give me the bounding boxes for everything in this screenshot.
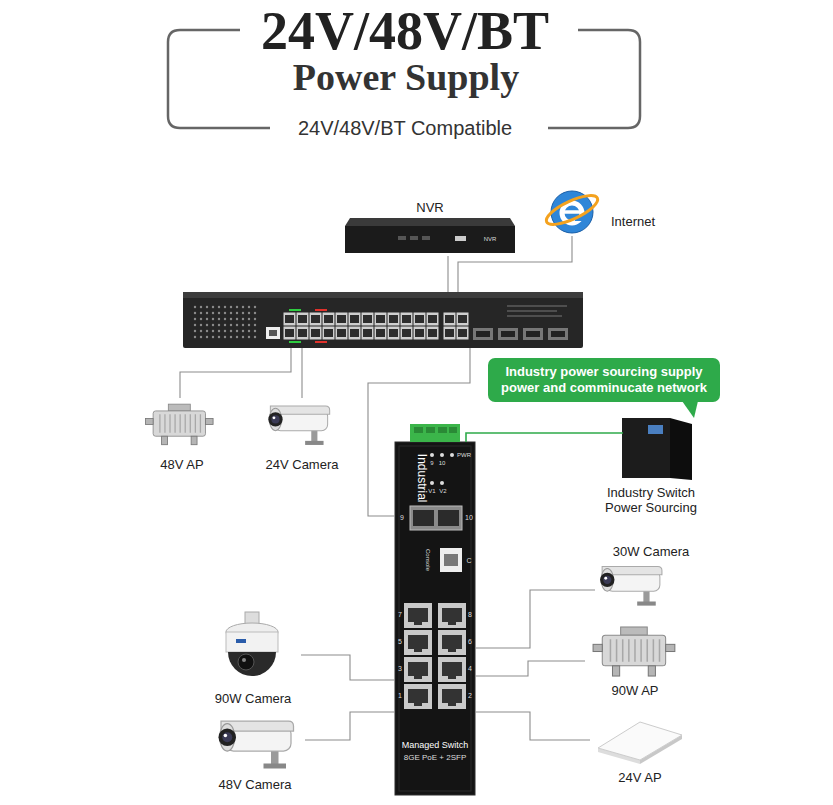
node-label: Industry Switch Power Sourcing — [595, 485, 707, 516]
ap-icon — [593, 627, 675, 676]
node-label: 90W AP — [612, 683, 659, 699]
text-label: V1 — [428, 488, 435, 494]
camera-device: 48V Camera — [205, 712, 305, 794]
text-label: 24V/48V/BT Compatible — [290, 118, 520, 138]
node-label: 90W Camera — [215, 691, 292, 707]
nvr-device: NVR — [345, 198, 515, 256]
node-label: 48V Camera — [219, 777, 292, 793]
frame-right — [548, 30, 640, 128]
connector-line — [301, 655, 395, 680]
connector-line — [305, 712, 395, 740]
node-label: Industrial — [414, 454, 428, 503]
text-label: Console — [425, 549, 431, 571]
node-label: NVR — [416, 200, 443, 216]
connector-line — [475, 661, 585, 676]
text-label: 8 — [468, 611, 472, 618]
text-label: NVR — [484, 236, 497, 242]
text-label: 4 — [468, 665, 472, 672]
node-label: Industry power sourcing supply power and… — [493, 364, 715, 395]
poe-switch — [183, 292, 583, 348]
node-label: Managed Switch — [402, 740, 469, 751]
text-label: 6 — [468, 638, 472, 645]
node-label: 48V AP — [160, 457, 203, 473]
node-label: Internet — [611, 214, 655, 230]
callout-box: Industry power sourcing supply power and… — [488, 358, 720, 402]
internet-node: Internet — [545, 188, 667, 236]
node-label: 24V AP — [618, 770, 661, 786]
camera-device: 30W Camera — [595, 542, 707, 614]
text-label: 2 — [468, 692, 472, 699]
ups-icon — [622, 418, 692, 480]
camera-icon — [600, 566, 662, 605]
text-label: 10 — [465, 514, 473, 521]
node-label: 30W Camera — [613, 544, 690, 560]
text-label: 3 — [398, 665, 402, 672]
nvr-icon — [345, 218, 515, 253]
industrial-switch: IndustrialManaged Switch 8GE PoE + 2SFP — [395, 442, 475, 795]
poe-switch-icon — [183, 292, 583, 348]
text-label: 7 — [398, 611, 402, 618]
ap-device: 24V AP — [590, 715, 690, 787]
text-label: 5 — [398, 638, 402, 645]
connector-line — [368, 348, 470, 516]
text-label: V2 — [439, 488, 446, 494]
power-source: Industry Switch Power Sourcing — [595, 416, 707, 516]
text-label: 10 — [439, 460, 446, 466]
text-label: PWR — [457, 452, 471, 458]
camera-icon — [219, 721, 294, 769]
connector-line — [458, 236, 572, 292]
connector-line — [301, 348, 302, 398]
camera-device: 24V Camera — [258, 398, 346, 474]
text-label: C — [466, 557, 471, 564]
connector-line — [466, 433, 595, 442]
node-label: 8GE PoE + 2SFP — [404, 753, 466, 763]
ceiling-ap-icon — [598, 722, 682, 764]
connector-line — [475, 712, 590, 740]
connector-line — [447, 256, 448, 292]
ap-device: 48V AP — [140, 398, 224, 474]
camera-icon — [268, 406, 329, 445]
diagram-title: 24V/48V/BT — [261, 4, 549, 58]
connector-line — [180, 348, 291, 398]
camera-device: 90W Camera — [205, 610, 301, 708]
ap-icon — [146, 404, 214, 445]
text-label: 1 — [398, 692, 402, 699]
node-label: 24V Camera — [266, 457, 339, 473]
power-wire — [595, 432, 623, 434]
text-label: Power Supply — [293, 58, 519, 96]
text-label: 9 — [430, 460, 433, 466]
text-label: 9 — [400, 514, 404, 521]
ap-device: 90W AP — [585, 620, 685, 700]
internet-icon — [543, 190, 601, 233]
dome-camera-icon — [226, 612, 278, 676]
connector-line — [475, 590, 595, 648]
callout-tail — [682, 401, 698, 418]
industrial-switch-icon — [395, 424, 475, 795]
frame-left — [168, 30, 270, 128]
